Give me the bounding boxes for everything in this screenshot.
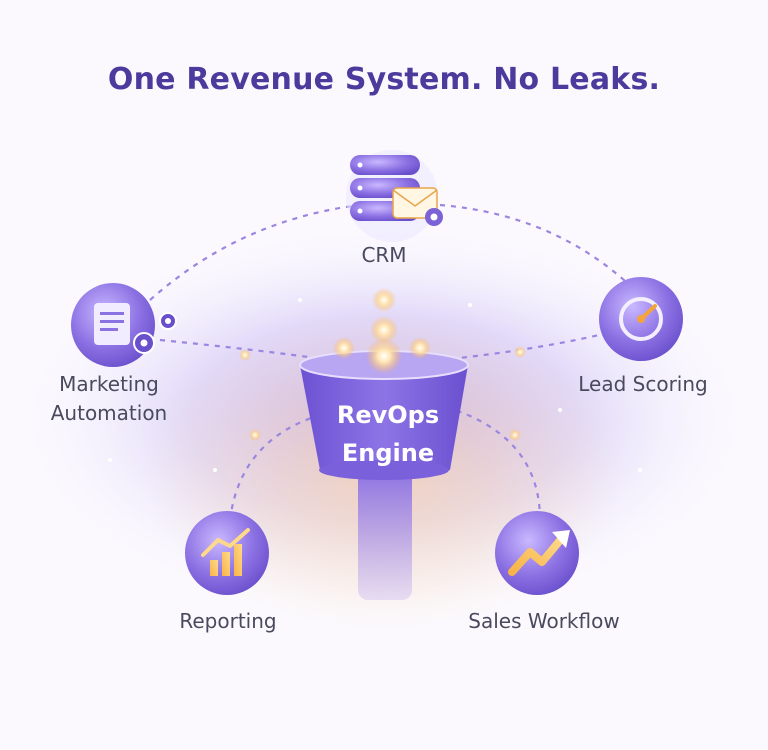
- engine-label: RevOps Engine: [318, 396, 458, 472]
- trend-arrow-icon: [495, 511, 579, 595]
- marketing-automation-label-line2: Automation: [34, 399, 184, 428]
- engine-label-line2: Engine: [318, 434, 458, 472]
- crm-label: CRM: [314, 241, 454, 270]
- lead-scoring-label: Lead Scoring: [568, 370, 718, 399]
- database-icon: [346, 150, 443, 242]
- bar-chart-icon: [185, 511, 269, 595]
- marketing-automation-label: Marketing Automation: [34, 370, 184, 428]
- reporting-label: Reporting: [158, 607, 298, 636]
- sales-workflow-label: Sales Workflow: [454, 607, 634, 636]
- engine-label-line1: RevOps: [318, 396, 458, 434]
- marketing-automation-label-line1: Marketing: [34, 370, 184, 399]
- gauge-icon: [599, 277, 683, 361]
